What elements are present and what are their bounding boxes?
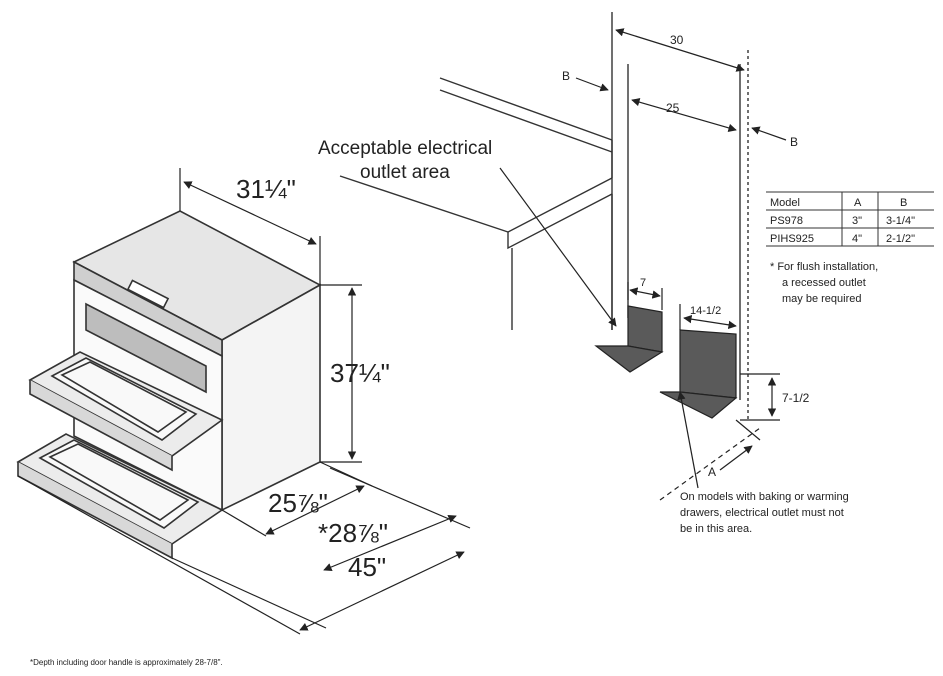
dim-b-left-line: [575, 77, 609, 92]
door-open-dimension-line: [299, 551, 465, 631]
install-dimensions: [575, 28, 787, 501]
dim-b-right-label: B: [790, 135, 798, 149]
depth-dimension-line: [265, 485, 365, 535]
table-cell: PIHS925: [770, 233, 814, 245]
dim-b-left-label: B: [562, 69, 570, 83]
table-cell: 3-1/4": [886, 215, 915, 227]
range-handle-depth-label: *28⅞": [318, 518, 388, 548]
model-table: [766, 191, 934, 247]
range-width-label: 31¼": [236, 174, 296, 204]
table-note-line2: a recessed outlet: [782, 277, 866, 289]
outlet-area-left: [627, 305, 663, 353]
drawer-note-line2: drawers, electrical outlet must not: [680, 507, 844, 519]
range-door-open-label: 45": [348, 552, 386, 582]
dim-a-line: [719, 445, 753, 471]
table-header-a: A: [854, 197, 862, 209]
footnote: *Depth including door handle is approxim…: [30, 658, 223, 667]
table-cell: 2-1/2": [886, 233, 915, 245]
dim-7-line: [629, 287, 661, 299]
table-note-line1: * For flush installation,: [770, 261, 878, 273]
dim-b-right-line: [751, 126, 787, 141]
dim-7-label: 7: [640, 277, 646, 289]
cutout-walls: [611, 12, 749, 420]
dim-14-line: [683, 314, 737, 330]
leader-lines: [499, 167, 699, 489]
table-header-model: Model: [770, 197, 800, 209]
table-header-b: B: [900, 197, 907, 209]
outlet-area-label-line2: outlet area: [360, 162, 450, 183]
table-cell: 3": [852, 215, 862, 227]
dim-25-line: [631, 98, 737, 132]
range-illustration: [16, 210, 322, 560]
floor-edge: [659, 427, 761, 501]
dim-30-label: 30: [670, 33, 684, 47]
table-cell: PS978: [770, 215, 803, 227]
countertop-cabinet: [339, 77, 613, 330]
dim-7-half-label: 7-1/2: [782, 391, 810, 405]
range-depth-label: 25⅞": [268, 488, 328, 518]
table-cell: 4": [852, 233, 862, 245]
range-height-label: 37¼": [330, 358, 390, 388]
range-dimensions: [17, 168, 471, 635]
drawer-note-line1: On models with baking or warming: [680, 491, 849, 503]
dim-14-half-label: 14-1/2: [690, 305, 721, 317]
range-display: [126, 279, 170, 309]
dim-30-line: [615, 28, 745, 72]
width-dimension-line: [183, 181, 317, 245]
drawer-note-line3: be in this area.: [680, 523, 752, 535]
dim-a-label: A: [708, 465, 716, 479]
table-note-line3: may be required: [782, 293, 862, 305]
outlet-area-label-line1: Acceptable electrical: [318, 138, 492, 159]
oven-window: [85, 302, 207, 394]
outlet-area-right: [679, 329, 737, 399]
dim-25-label: 25: [666, 101, 680, 115]
